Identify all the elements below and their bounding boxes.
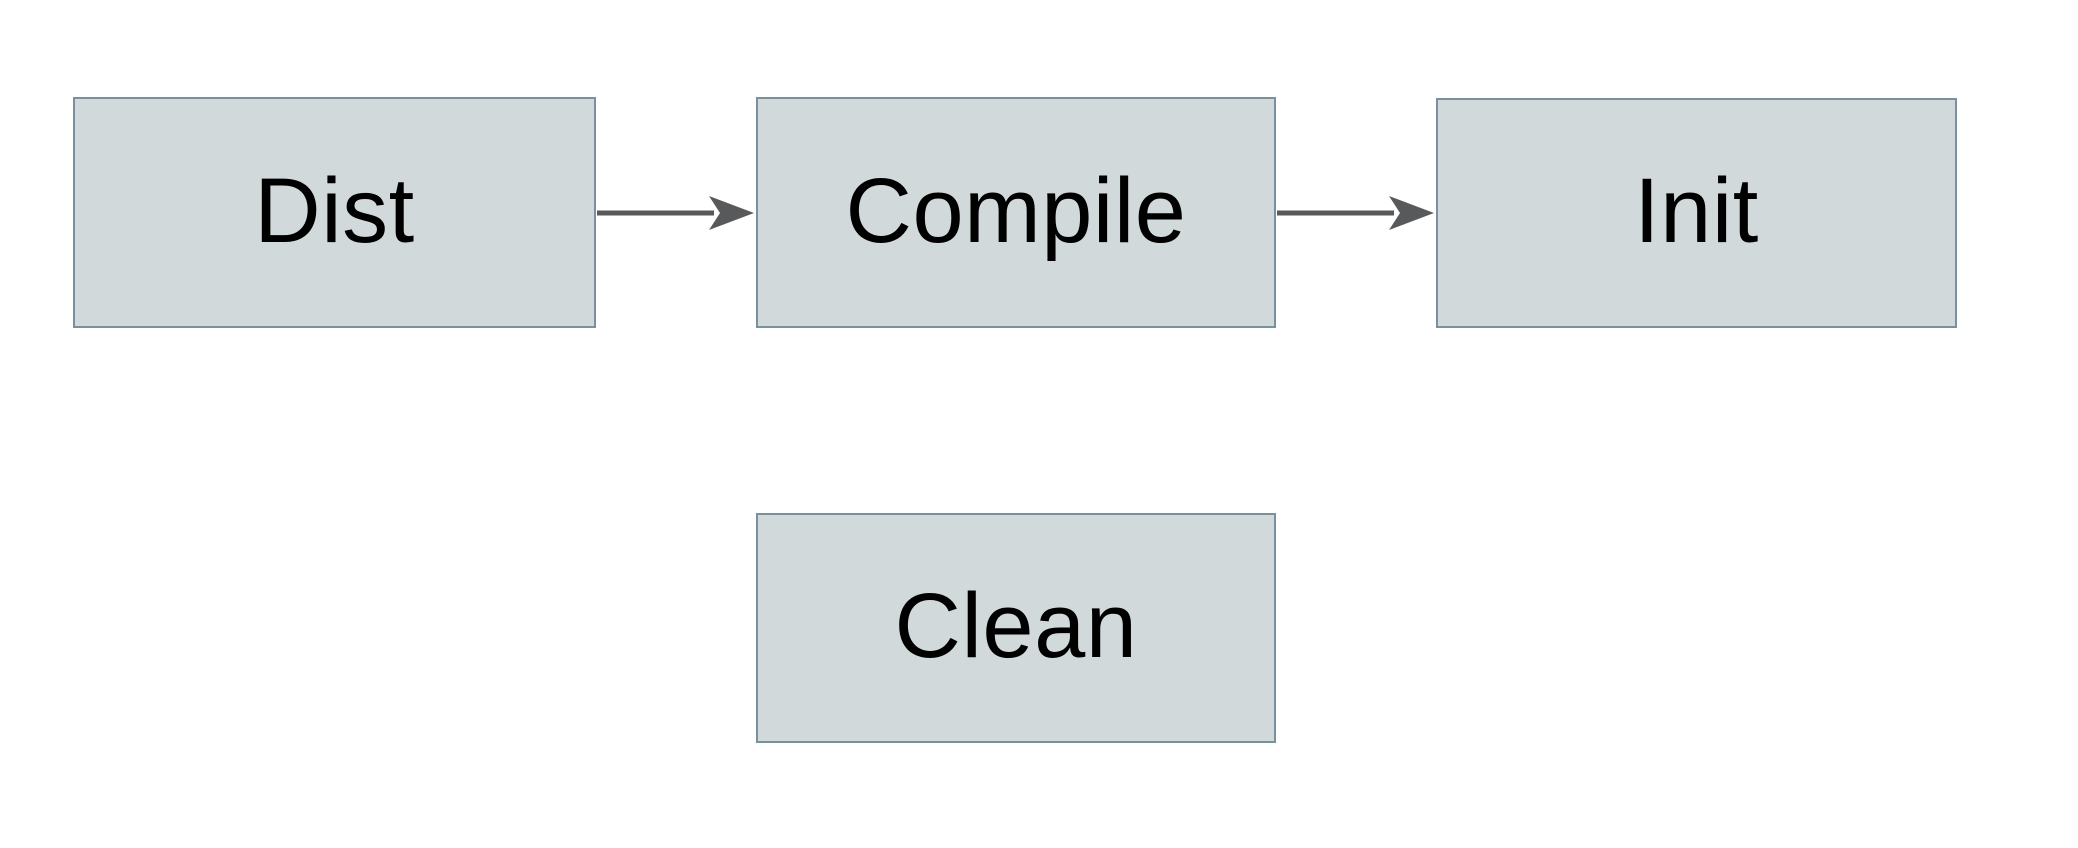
node-clean: Clean	[756, 513, 1276, 743]
node-dist-label: Dist	[254, 159, 415, 262]
node-init-label: Init	[1634, 160, 1759, 262]
node-dist: Dist	[73, 97, 596, 328]
node-compile-label: Compile	[845, 159, 1187, 262]
node-compile: Compile	[756, 97, 1276, 328]
arrow-dist-to-compile-icon	[597, 196, 754, 230]
node-init: Init	[1436, 98, 1957, 328]
arrow-compile-to-init-icon	[1277, 196, 1434, 230]
node-clean-label: Clean	[894, 575, 1138, 677]
